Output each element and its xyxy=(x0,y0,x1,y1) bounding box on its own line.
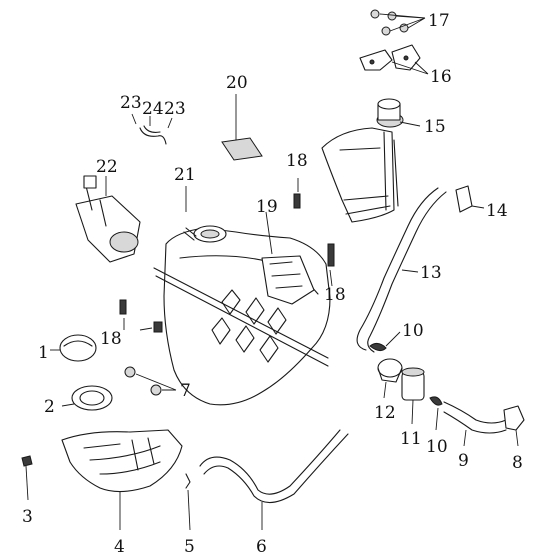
callout-4: 4 xyxy=(114,537,125,557)
callout-22: 22 xyxy=(96,157,118,177)
callout-20: 20 xyxy=(226,73,248,93)
callout-17: 17 xyxy=(428,11,450,31)
callout-15: 15 xyxy=(424,117,446,137)
callout-10a: 10 xyxy=(402,321,424,341)
callout-23b: 23 xyxy=(164,99,186,119)
callout-11: 11 xyxy=(400,429,422,449)
canister-housing xyxy=(321,127,399,223)
part-16-brackets xyxy=(359,44,429,75)
callout-19: 19 xyxy=(256,197,278,217)
part-13-hose xyxy=(356,187,447,353)
callout-21: 21 xyxy=(174,165,196,185)
callout-labels: 1 2 3 4 5 6 7 8 9 10 10 11 12 13 14 15 1… xyxy=(22,11,523,557)
callout-1: 1 xyxy=(38,343,49,363)
part-14-clip xyxy=(455,185,485,213)
callout-18a: 18 xyxy=(286,151,308,171)
part-17-nuts xyxy=(370,9,426,36)
callout-3: 3 xyxy=(22,507,33,527)
part-3-screw xyxy=(21,455,33,501)
part-8-fitting xyxy=(503,405,525,447)
callout-8: 8 xyxy=(512,453,523,473)
part-6-hose xyxy=(199,429,349,530)
callout-9: 9 xyxy=(458,451,469,471)
part-7-nuts xyxy=(124,366,177,396)
callout-18b: 18 xyxy=(324,285,346,305)
part-18-bolts xyxy=(119,178,335,333)
callout-23a: 23 xyxy=(120,93,142,113)
part-2-grommet xyxy=(61,385,113,411)
part-24-small-hose xyxy=(131,113,173,145)
part-11-filter xyxy=(401,367,425,425)
callout-14: 14 xyxy=(486,201,508,221)
callout-16: 16 xyxy=(430,67,452,87)
part-20-pad xyxy=(221,94,263,161)
part-4-lower-shield xyxy=(61,429,183,530)
callout-18c: 18 xyxy=(100,329,122,349)
callout-24: 24 xyxy=(142,99,164,119)
part-12-cap xyxy=(377,358,403,399)
callout-7: 7 xyxy=(180,381,191,401)
part-9-hose xyxy=(443,401,507,447)
callout-13: 13 xyxy=(420,263,442,283)
callout-5: 5 xyxy=(184,537,195,557)
part-22-valve xyxy=(75,175,141,263)
callout-10b: 10 xyxy=(426,437,448,457)
part-1-fuel-cap xyxy=(50,334,97,362)
part-5-clip xyxy=(185,473,191,531)
part-21-fuel-tank xyxy=(153,186,331,406)
callout-6: 6 xyxy=(256,537,267,557)
callout-12: 12 xyxy=(374,403,396,423)
part-15-pump-assembly xyxy=(376,98,421,128)
part-10-clamps xyxy=(369,331,443,431)
callout-2: 2 xyxy=(44,397,55,417)
